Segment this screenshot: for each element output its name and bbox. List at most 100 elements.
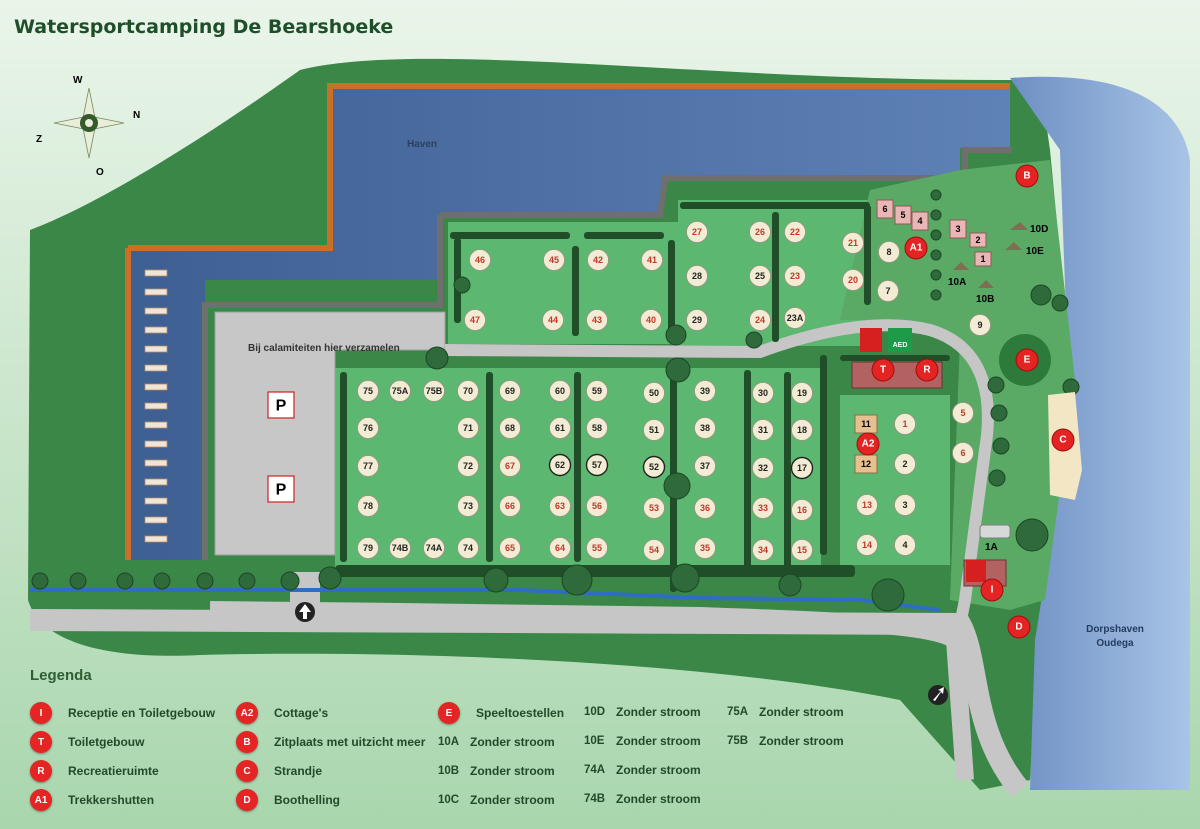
svg-text:24: 24	[755, 315, 765, 325]
legend-no-power-10c: 10C Zonder stroom	[438, 793, 555, 807]
pitch-60: 60	[549, 380, 571, 402]
pitch-20: 20	[842, 269, 864, 291]
svg-text:20: 20	[848, 275, 858, 285]
svg-text:70: 70	[463, 386, 473, 396]
pitch-44: 44	[542, 309, 564, 331]
pitch-29: 29	[686, 309, 708, 331]
svg-text:19: 19	[797, 388, 807, 398]
svg-text:C: C	[1059, 435, 1066, 446]
legend-label: Zonder stroom	[616, 763, 701, 777]
pitch-16: 16	[791, 499, 813, 521]
pitch-22: 22	[784, 221, 806, 243]
dorpshaven-label-2: Oudega	[1096, 638, 1134, 649]
pitch-23: 23	[784, 265, 806, 287]
pitch-66: 66	[499, 495, 521, 517]
pitch-46: 46	[469, 249, 491, 271]
svg-text:33: 33	[758, 503, 768, 513]
svg-text:18: 18	[797, 425, 807, 435]
pitch-1: 1	[894, 413, 916, 435]
poi-marker-a1: A1	[904, 236, 928, 260]
pitch-39: 39	[694, 380, 716, 402]
pitch-63: 63	[549, 495, 571, 517]
pitch-50: 50	[643, 382, 665, 404]
svg-text:9: 9	[977, 320, 982, 330]
pitch-10D: 10D	[1030, 224, 1048, 235]
legend-code: 10E	[584, 735, 605, 747]
tent-icons	[953, 222, 1028, 288]
pitch-7: 7	[877, 280, 899, 302]
svg-text:R: R	[923, 365, 931, 376]
legend-label: Zonder stroom	[616, 792, 701, 806]
svg-text:67: 67	[505, 461, 515, 471]
pitch-47: 47	[464, 309, 486, 331]
dorpshaven-label-1: Dorpshaven	[1086, 624, 1144, 635]
svg-text:65: 65	[505, 543, 515, 553]
poi-marker-d: D	[1007, 615, 1031, 639]
pitch-10E: 10E	[1026, 246, 1044, 257]
pitch-40: 40	[640, 309, 662, 331]
legend-badge: A2	[236, 702, 258, 724]
haven-label: Haven	[407, 139, 437, 150]
pitch-78: 78	[357, 495, 379, 517]
jetties	[144, 269, 168, 543]
svg-text:74A: 74A	[426, 543, 443, 553]
poi-marker-r: R	[915, 358, 939, 382]
svg-text:78: 78	[363, 501, 373, 511]
parking-sign-1: P	[276, 398, 287, 415]
pitch-77: 77	[357, 455, 379, 477]
aed-label: AED	[893, 342, 908, 349]
pitch-74: 74	[457, 537, 479, 559]
pitch-61: 61	[549, 417, 571, 439]
internal-road	[444, 319, 994, 652]
pitch-72: 72	[457, 455, 479, 477]
hut-6: 6	[882, 204, 887, 214]
svg-text:29: 29	[692, 315, 702, 325]
svg-text:13: 13	[862, 500, 872, 510]
svg-text:52: 52	[649, 462, 659, 472]
pitch-14: 14	[856, 534, 878, 556]
pitch-45: 45	[543, 249, 565, 271]
legend-code: 75A	[727, 706, 749, 718]
pitch-55: 55	[586, 537, 608, 559]
legend-code: 75B	[727, 735, 749, 747]
svg-text:68: 68	[505, 423, 515, 433]
svg-text:6: 6	[960, 448, 965, 458]
legend-badge: C	[236, 760, 258, 782]
pitch-9: 9	[969, 314, 991, 336]
compass-e: N	[133, 110, 140, 121]
pitch-74A: 74A	[423, 537, 445, 559]
svg-text:22: 22	[790, 227, 800, 237]
poi-marker-b: B	[1015, 164, 1039, 188]
compass-s: O	[96, 167, 104, 178]
svg-text:I: I	[991, 585, 994, 596]
pitch-58: 58	[586, 417, 608, 439]
pitch-10A: 10A	[948, 277, 966, 288]
pitch-18: 18	[791, 419, 813, 441]
svg-text:51: 51	[649, 425, 659, 435]
svg-text:45: 45	[549, 255, 559, 265]
legend-label: Zonder stroom	[759, 734, 844, 748]
pitch-71: 71	[457, 417, 479, 439]
svg-text:A2: A2	[862, 439, 875, 450]
pitch-37: 37	[694, 455, 716, 477]
svg-text:55: 55	[592, 543, 602, 553]
svg-text:47: 47	[470, 315, 480, 325]
legend-label: Zitplaats met uitzicht meer	[274, 735, 426, 749]
svg-text:58: 58	[592, 423, 602, 433]
legend-label: Zonder stroom	[470, 793, 555, 807]
pitch-54: 54	[643, 539, 665, 561]
fire-extinguisher-icon-2	[966, 560, 986, 582]
legend-code: 10C	[438, 794, 460, 806]
svg-text:3: 3	[902, 500, 907, 510]
poi-marker-c: C	[1051, 428, 1075, 452]
pitch-3: 3	[894, 494, 916, 516]
